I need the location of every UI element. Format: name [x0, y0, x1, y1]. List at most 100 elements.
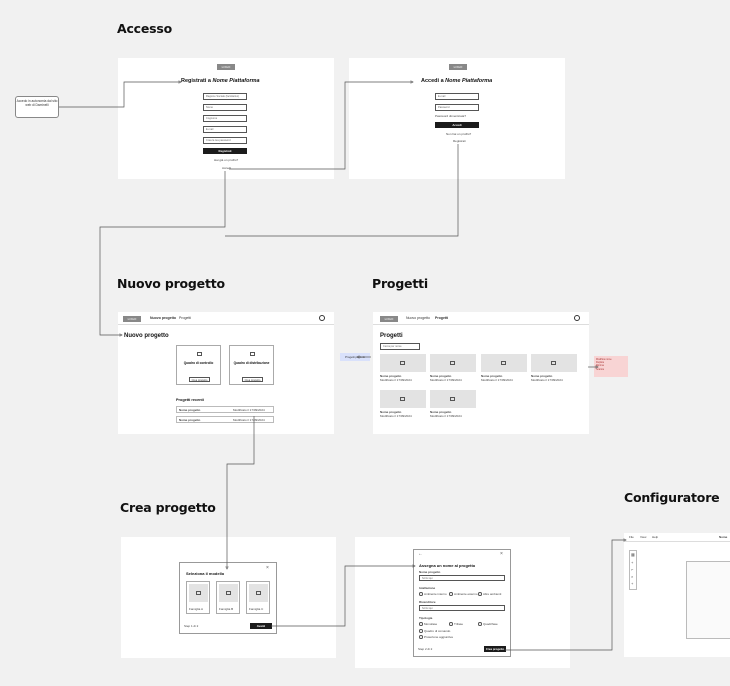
- first-name-field[interactable]: Nome: [203, 104, 247, 111]
- logo: LOGO: [123, 316, 141, 322]
- back-arrow-icon[interactable]: ←: [418, 551, 423, 557]
- image-icon: [196, 591, 201, 595]
- recent-row[interactable]: Nome progetto Modificato il 17/09/2024: [176, 406, 274, 413]
- register-link[interactable]: Registrati: [453, 139, 466, 143]
- line-icon[interactable]: ⌐: [631, 567, 634, 572]
- project-thumbnail[interactable]: [430, 354, 476, 372]
- recent-date: Modificato il 17/09/2024: [233, 408, 265, 412]
- project-thumbnail[interactable]: [430, 390, 476, 408]
- image-icon: [250, 352, 255, 356]
- navbar: LOGO Nuovo progetto Progetti: [373, 312, 589, 325]
- project-date: Modificato il 17/09/2024: [380, 378, 412, 382]
- model-name: Famiglia B: [219, 607, 234, 611]
- model-card[interactable]: Famiglia C: [246, 581, 270, 614]
- close-icon[interactable]: ×: [266, 565, 269, 571]
- radio-label: Monofase: [424, 622, 438, 626]
- menu-item: Duplica: [596, 361, 604, 365]
- search-input[interactable]: Cerca per nome: [380, 343, 420, 350]
- radio-button[interactable]: [449, 592, 453, 596]
- note-bubble: Accedo in autonomia dal sito web di Dami…: [15, 96, 59, 118]
- plus-icon[interactable]: +: [631, 560, 634, 565]
- grid-icon[interactable]: ▦: [631, 552, 635, 557]
- next-button[interactable]: Avanti: [250, 623, 272, 629]
- menu-item: Elimina: [596, 364, 604, 368]
- project-date: Modificato il 17/09/2024: [430, 414, 462, 418]
- forgot-password-link[interactable]: Password dimenticata?: [435, 114, 467, 118]
- company-field[interactable]: Ragione Sociale (facoltativo): [203, 93, 247, 100]
- radio-label: Quadro di comando: [424, 629, 451, 633]
- project-thumbnail[interactable]: [380, 390, 426, 408]
- register-title: Registrati a Nome Piattaforma: [181, 78, 260, 85]
- password-field[interactable]: Crea la tua password: [203, 137, 247, 144]
- configurator-frame: File View Help Nome ▦ + ⌐ × +: [624, 533, 730, 657]
- nav-projects[interactable]: Progetti: [179, 316, 192, 320]
- recent-row[interactable]: Nome progetto Modificato il 17/09/2024: [176, 416, 274, 423]
- select-model-modal: × Seleziona il modello Famiglia A Famigl…: [179, 562, 277, 634]
- model-card[interactable]: Famiglia B: [216, 581, 240, 614]
- register-button[interactable]: Registrati: [203, 148, 247, 154]
- create-project-button[interactable]: Crea progetto: [189, 377, 210, 382]
- password-field[interactable]: Password: [435, 104, 479, 111]
- avatar[interactable]: [574, 315, 580, 321]
- page-title: Progetti: [380, 333, 403, 339]
- recent-title: Progetti recenti: [176, 398, 204, 402]
- radio-button[interactable]: [478, 592, 482, 596]
- login-link[interactable]: Accedi: [222, 166, 232, 170]
- project-thumbnail[interactable]: [531, 354, 577, 372]
- configurator-canvas[interactable]: [686, 561, 730, 639]
- radio-label: Quadrifase: [483, 622, 498, 626]
- menu-file[interactable]: File: [629, 535, 634, 539]
- menu-item: Modifica nome: [596, 358, 612, 361]
- image-icon: [400, 361, 405, 365]
- model-card[interactable]: Famiglia A: [186, 581, 210, 614]
- project-thumbnail[interactable]: [481, 354, 527, 372]
- nav-projects[interactable]: Progetti: [435, 316, 449, 320]
- add-icon[interactable]: +: [631, 581, 634, 586]
- tool-palette: ▦ + ⌐ × +: [629, 550, 637, 590]
- client-input[interactable]: Scrivi qui: [419, 605, 505, 611]
- menu-view[interactable]: View: [640, 535, 647, 539]
- connector: [99, 171, 226, 335]
- model-image: [249, 584, 268, 602]
- project-thumbnail[interactable]: [380, 354, 426, 372]
- project-name: Nome progetto: [430, 374, 452, 378]
- register-frame: LOGO Registrati a Nome Piattaforma Ragio…: [118, 58, 334, 179]
- projects-frame: LOGO Nuovo progetto Progetti Progetti Ce…: [373, 312, 589, 434]
- project-date: Modificato il 17/09/2024: [380, 414, 412, 418]
- image-icon: [501, 361, 506, 365]
- create-project-button[interactable]: Crea progetto: [242, 377, 263, 382]
- nav-new-project[interactable]: Nuovo progetto: [150, 316, 177, 320]
- login-button[interactable]: Accedi: [435, 122, 479, 128]
- email-field[interactable]: E-mail: [203, 126, 247, 133]
- project-date: Modificato il 17/09/2024: [531, 378, 563, 382]
- logo: LOGO: [217, 64, 235, 70]
- radio-button[interactable]: [449, 622, 453, 626]
- context-menu-note: Modifica nome Duplica Elimina Scarica: [594, 356, 628, 377]
- section-title-crea-progetto: Crea progetto: [120, 500, 216, 515]
- project-name-input[interactable]: Scrivi qui: [419, 575, 505, 581]
- radio-button[interactable]: [419, 629, 423, 633]
- step-indicator: Step 2 di 2: [418, 647, 433, 651]
- name-project-frame: ← × Assegna un nome al progetto Nome pro…: [355, 537, 570, 668]
- image-icon: [551, 361, 556, 365]
- project-type-card[interactable]: Quadro di distribuzione Crea progetto: [229, 345, 274, 385]
- nav-new-project[interactable]: Nuovo progetto: [406, 316, 430, 320]
- radio-button[interactable]: [478, 622, 482, 626]
- email-field[interactable]: E-mail: [435, 93, 479, 100]
- radio-button[interactable]: [419, 635, 423, 639]
- radio-button[interactable]: [419, 622, 423, 626]
- modal-title: Assegna un nome al progetto: [419, 563, 476, 568]
- last-name-field[interactable]: Cognome: [203, 115, 247, 122]
- radio-label: Altre ambienti: [483, 592, 502, 596]
- radio-label: Ambiente esterno: [454, 592, 478, 596]
- create-project-button[interactable]: Crea progetto: [484, 646, 506, 652]
- close-icon[interactable]: ×: [500, 551, 503, 557]
- project-type-card[interactable]: Quadro di controllo Crea progetto: [176, 345, 221, 385]
- note-text: Accedo in autonomia dal sito web di Dami…: [16, 99, 58, 107]
- menu-item: Scarica: [596, 367, 604, 371]
- radio-button[interactable]: [419, 592, 423, 596]
- cross-icon[interactable]: ×: [631, 574, 634, 579]
- avatar[interactable]: [319, 315, 325, 321]
- menu-help[interactable]: Help: [652, 535, 659, 539]
